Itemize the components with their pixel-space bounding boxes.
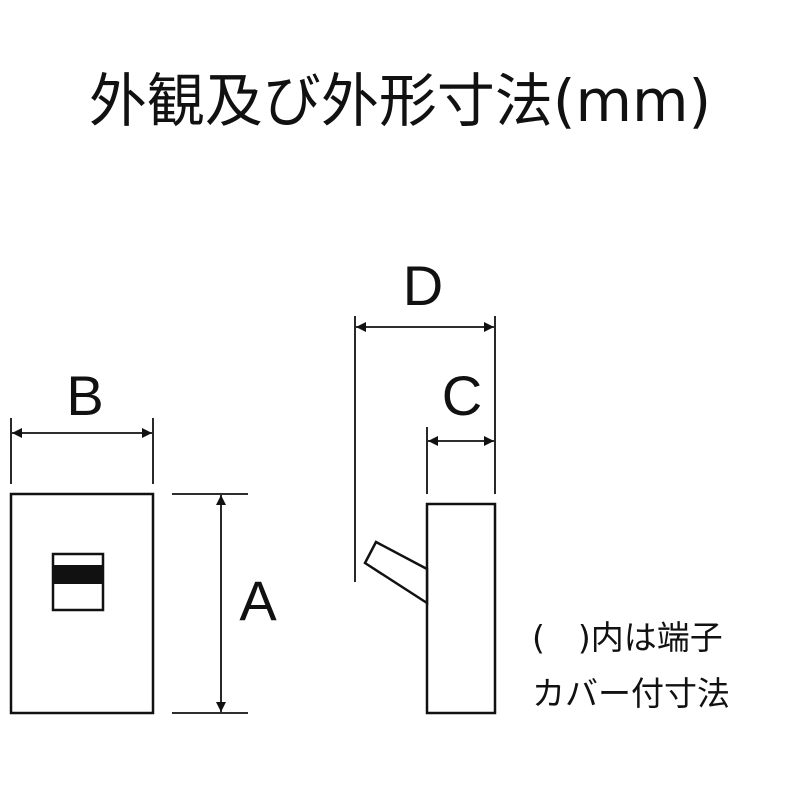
dim-a-label: A <box>239 569 277 632</box>
page-title: 外観及び外形寸法(mm) <box>88 67 712 135</box>
breaker-handle-bar <box>53 565 103 584</box>
note-line-2: カバー付寸法 <box>532 674 730 713</box>
note-line-1: ( )内は端子 <box>532 618 723 657</box>
dim-d-label: D <box>403 254 443 317</box>
dim-c-label: C <box>442 364 482 427</box>
front-view-body <box>9 492 155 715</box>
side-view-body <box>425 502 497 715</box>
dim-b-label: B <box>66 364 103 427</box>
side-view-handle <box>363 540 429 606</box>
